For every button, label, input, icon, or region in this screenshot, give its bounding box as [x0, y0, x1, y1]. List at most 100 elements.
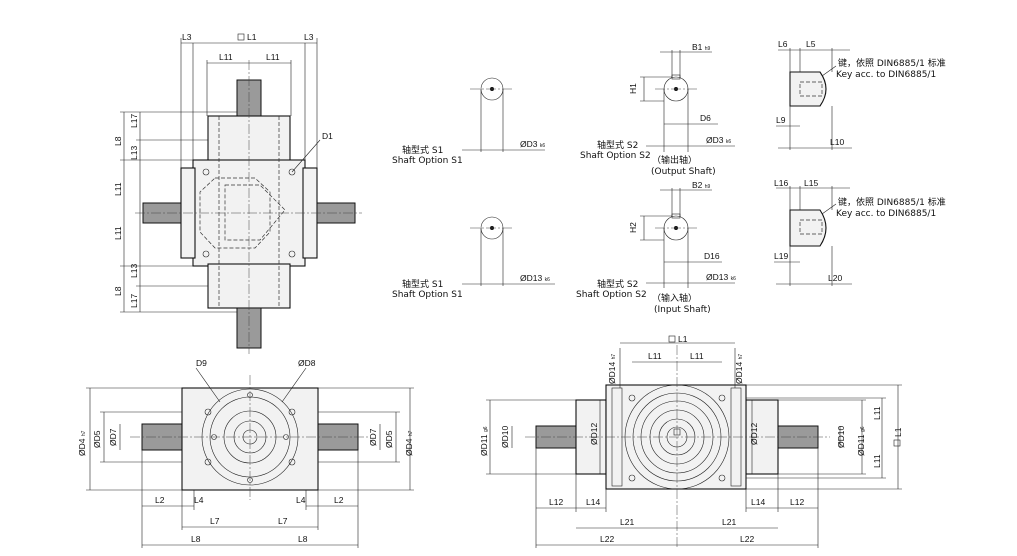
- key-detail-output: L6 L5 L9 L10 键，依照 DIN6885/1 标准 Key acc. …: [776, 39, 946, 150]
- top-flange: [207, 115, 291, 163]
- dim-L11-side-upper: L11: [872, 406, 882, 420]
- key-note-cn-output: 键，依照 DIN6885/1 标准: [838, 57, 946, 69]
- caption-s1-en-output: Shaft Option S1: [392, 156, 463, 166]
- dim-L1-side-top: L1: [678, 334, 688, 344]
- dim-D4-left: ØD4 h7: [77, 430, 87, 456]
- dim-L21-left: L21: [620, 517, 634, 527]
- dim-L21-right: L21: [722, 517, 736, 527]
- dim-D8: ØD8: [298, 358, 316, 368]
- dim-D9: D9: [196, 358, 207, 368]
- dim-L7-left: L7: [210, 516, 220, 526]
- key-note-cn-input: 键，依照 DIN6885/1 标准: [838, 196, 946, 208]
- caption-output-en: (Output Shaft): [651, 167, 716, 177]
- dim-L2-left: L2: [155, 495, 165, 505]
- dim-D16: D16: [704, 251, 720, 261]
- dim-L13-top: L13: [129, 146, 139, 160]
- dim-L16: L16: [774, 178, 788, 188]
- dim-D13-s1: ØD13 k6: [520, 273, 550, 283]
- dim-L22-right: L22: [740, 534, 754, 544]
- caption-s2-cn-output: 轴型式 S2: [597, 139, 638, 151]
- dim-D10-left: ØD10: [500, 426, 510, 448]
- dim-L19: L19: [774, 251, 788, 261]
- dim-D11-left: ØD11 g6: [479, 426, 489, 456]
- dim-D5-left: ØD5: [92, 430, 102, 448]
- dim-L1-side-right: L1: [893, 427, 903, 437]
- dim-D11-right: ØD11 g6: [856, 426, 866, 456]
- dim-D4-right: ØD4 h7: [404, 430, 414, 456]
- bolt-hole: [288, 168, 296, 176]
- shaft-s1-output: ØD3 k6 轴型式 S1 Shaft Option S1: [392, 77, 545, 166]
- side-view: L1 L11 L11 ØD14 h7 ØD14 h7 ØD11 g6 ØD10 …: [479, 334, 903, 548]
- dim-L7-right: L7: [278, 516, 288, 526]
- caption-s2-cn-input: 轴型式 S2: [597, 278, 638, 290]
- caption-output-cn: （输出轴）: [652, 154, 697, 166]
- bolt-hole: [202, 168, 210, 176]
- dim-L14-left: L14: [586, 497, 600, 507]
- shaft-s2-output: B1 h9 H1 D6 ØD3 k6 轴型式 S2 Shaft Option S…: [580, 42, 735, 177]
- dim-D6: D6: [700, 113, 711, 123]
- dim-D3-s2: ØD3 k6: [706, 135, 731, 145]
- dim-L10: L10: [830, 137, 844, 147]
- key-detail-input: L16 L15 L19 L20 键，依照 DIN6885/1 标准 Key ac…: [774, 178, 946, 286]
- dim-B2: B2 h9: [692, 180, 711, 190]
- dim-L17-top: L17: [129, 114, 139, 128]
- dim-L11-side-right: L11: [690, 351, 704, 361]
- front-view: D9 ØD8 ØD4 h7 ØD5 ØD7 ØD4 h7 ØD5 ØD7 L2: [77, 358, 414, 548]
- dim-D12-left: ØD12: [589, 423, 599, 445]
- dim-L11-top-right: L11: [266, 52, 280, 62]
- dim-L3-left: L3: [182, 32, 192, 42]
- dim-D1: D1: [322, 131, 333, 141]
- dim-L15: L15: [804, 178, 818, 188]
- dim-H2: H2: [628, 222, 638, 233]
- dim-L2-right: L2: [334, 495, 344, 505]
- dim-L1-top: L1: [247, 32, 257, 42]
- hidden-gear-outline: [199, 177, 271, 249]
- dim-B1: B1 h9: [692, 42, 711, 52]
- caption-s1-en-input: Shaft Option S1: [392, 290, 463, 300]
- dim-L11-left-top: L11: [113, 182, 123, 196]
- dim-L11-side-left: L11: [648, 351, 662, 361]
- dim-L20: L20: [828, 273, 842, 283]
- dim-L11-side-lower: L11: [872, 454, 882, 468]
- key-note-en-input: Key acc. to DIN6885/1: [836, 209, 936, 219]
- dim-L3-right: L3: [304, 32, 314, 42]
- dim-L11-left-bottom: L11: [113, 226, 123, 240]
- bolt-hole: [202, 250, 210, 258]
- shaft-s1-input: ØD13 k6 轴型式 S1 Shaft Option S1: [392, 216, 555, 300]
- dim-L13-bottom: L13: [129, 264, 139, 278]
- hidden-gear-inner: [224, 184, 286, 241]
- dim-L6: L6: [778, 39, 788, 49]
- caption-input-cn: （输入轴）: [652, 292, 697, 304]
- caption-s2-en-input: Shaft Option S2: [576, 290, 647, 300]
- caption-s1-cn-input: 轴型式 S1: [402, 278, 443, 290]
- dim-D5-right: ØD5: [384, 430, 394, 448]
- dim-D14-left: ØD14 h7: [607, 354, 617, 384]
- dim-L4-right: L4: [296, 495, 306, 505]
- dim-L4-left: L4: [194, 495, 204, 505]
- dim-L8-front-left: L8: [191, 534, 201, 544]
- key-note-en-output: Key acc. to DIN6885/1: [836, 70, 936, 80]
- dim-L11-top-left: L11: [219, 52, 233, 62]
- dim-D7-right: ØD7: [368, 428, 378, 446]
- dim-L22-left: L22: [600, 534, 614, 544]
- top-view: L1 L3 L3 L11 L11 L17 L8 L13 L11 L11 L13 …: [113, 32, 362, 354]
- dim-L8-bottom: L8: [113, 286, 123, 296]
- shaft-s2-input: B2 h9 H2 D16 ØD13 k6 轴型式 S2 Shaft Option…: [576, 180, 736, 315]
- dim-L12-left: L12: [549, 497, 563, 507]
- dim-D7-left: ØD7: [108, 428, 118, 446]
- dim-D10-right: ØD10: [836, 426, 846, 448]
- dim-D14-right: ØD14 h7: [734, 354, 744, 384]
- dim-L5: L5: [806, 39, 816, 49]
- caption-input-en: (Input Shaft): [654, 305, 711, 315]
- dim-L9: L9: [776, 115, 786, 125]
- dim-H1: H1: [628, 83, 638, 94]
- bolt-hole: [288, 250, 296, 258]
- dim-L12-right: L12: [790, 497, 804, 507]
- dim-L17-bottom: L17: [129, 294, 139, 308]
- caption-s1-cn-output: 轴型式 S1: [402, 144, 443, 156]
- dim-D13-s2: ØD13 k6: [706, 272, 736, 282]
- dim-L8-front-right: L8: [298, 534, 308, 544]
- dim-D3-s1: ØD3 k6: [520, 139, 545, 149]
- caption-s2-en-output: Shaft Option S2: [580, 151, 651, 161]
